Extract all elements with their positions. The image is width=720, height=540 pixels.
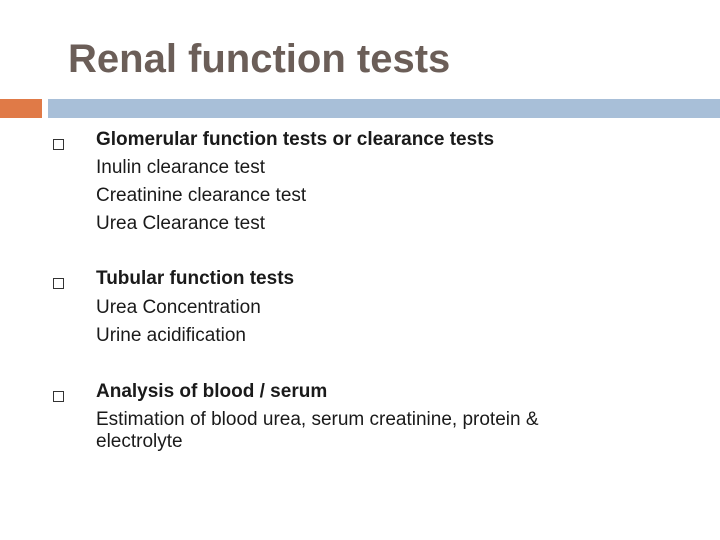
list-item: Urea Concentration <box>96 297 261 318</box>
bullet-checkbox-icon <box>53 278 64 289</box>
bullet-checkbox-icon <box>53 139 64 150</box>
bullet-checkbox-icon <box>53 391 64 402</box>
list-item: Inulin clearance test <box>96 157 265 178</box>
list-item: Estimation of blood urea, serum creatini… <box>96 409 539 430</box>
section-heading-glomerular: Glomerular function tests or clearance t… <box>96 129 495 150</box>
section-heading-blood-serum: Analysis of blood / serum <box>96 381 328 402</box>
list-item: Urea Clearance test <box>96 213 265 234</box>
slide-title: Renal function tests <box>68 37 451 81</box>
list-item: Creatinine clearance test <box>96 185 307 206</box>
list-item: electrolyte <box>96 431 183 452</box>
list-item: Urine acidification <box>96 325 246 346</box>
title-underline-blue <box>48 99 720 118</box>
title-underline-orange <box>0 99 42 118</box>
section-heading-tubular: Tubular function tests <box>96 268 295 289</box>
